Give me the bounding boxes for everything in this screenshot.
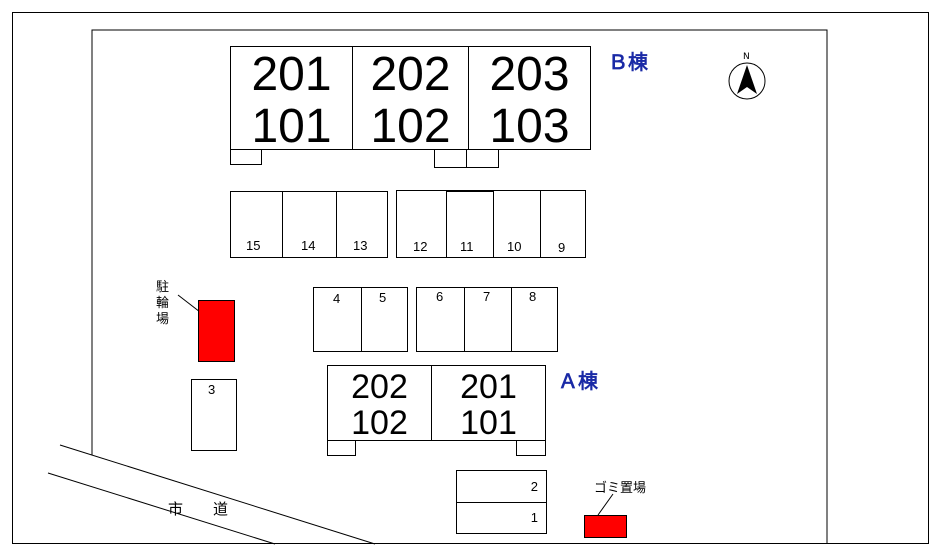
unit-lower-number: 101 — [251, 100, 332, 153]
building-b-step-1 — [230, 149, 262, 165]
parking-number: 1 — [530, 510, 538, 525]
building-b-unit-1: 201 101 — [230, 46, 353, 153]
garbage-area — [584, 515, 627, 538]
parking-number: 8 — [529, 289, 537, 304]
bicycle-char-3: 場 — [156, 312, 170, 327]
bicycle-char-1: 駐 — [156, 280, 170, 295]
parking-number: 9 — [558, 240, 566, 255]
parking-spot-10: 10 — [493, 190, 541, 258]
building-a-step-2 — [516, 440, 546, 456]
compass-icon — [728, 62, 766, 100]
unit-lower-number: 102 — [370, 100, 451, 153]
parking-spot-5: 5 — [361, 287, 408, 352]
building-a: 202 102 201 101 — [327, 365, 546, 441]
unit-upper-number: 201 — [460, 368, 517, 406]
parking-number: 15 — [246, 238, 261, 253]
building-b-step-2 — [434, 149, 467, 168]
building-b-unit-3: 203 103 — [468, 46, 591, 153]
parking-spot-12: 12 — [396, 190, 447, 258]
building-a-step-1 — [327, 440, 356, 456]
parking-number: 13 — [353, 238, 368, 253]
parking-spot-13: 13 — [336, 191, 388, 258]
road-label-char-1: 市 — [168, 500, 184, 518]
parking-spot-14: 14 — [282, 191, 337, 258]
parking-number: 2 — [530, 479, 538, 494]
bicycle-parking-label: 駐 輪 場 — [156, 280, 172, 328]
parking-number: 11 — [460, 239, 474, 254]
parking-spot-6: 6 — [416, 287, 465, 352]
garbage-label: ゴミ置場 — [594, 481, 647, 496]
building-b: 201 101 202 102 203 103 — [230, 46, 591, 153]
parking-spot-4: 4 — [313, 287, 362, 352]
bicycle-parking-area — [198, 300, 235, 362]
parking-number: 7 — [483, 289, 491, 304]
parking-spot-11: 11 — [446, 190, 494, 258]
parking-number: 10 — [507, 239, 522, 254]
bicycle-leader — [177, 294, 201, 313]
parking-number: 6 — [436, 289, 444, 304]
site-boundary — [91, 29, 828, 544]
parking-number: 12 — [413, 239, 428, 254]
bicycle-char-2: 輪 — [156, 296, 170, 311]
parking-row2-left: 4 5 — [313, 287, 408, 352]
parking-spot-2: 2 — [456, 470, 547, 503]
parking-number: 14 — [301, 238, 316, 253]
parking-spot-1: 1 — [456, 502, 547, 534]
building-a-label: Ａ棟 — [558, 369, 598, 393]
parking-spot-9: 9 — [540, 190, 586, 258]
parking-spot-8: 8 — [511, 287, 558, 352]
parking-row1-left: 15 14 13 — [230, 191, 388, 258]
unit-lower-number: 101 — [460, 404, 517, 442]
parking-spot-15: 15 — [230, 191, 283, 258]
north-arrow: N — [728, 52, 768, 100]
parking-spot-3: 3 — [191, 379, 237, 451]
parking-spot-7: 7 — [464, 287, 512, 352]
parking-row1-right: 12 11 10 9 — [396, 190, 586, 258]
road-label-char-2: 道 — [213, 500, 229, 518]
parking-number: 3 — [208, 382, 216, 397]
unit-lower-number: 102 — [351, 404, 408, 442]
map-frame — [12, 12, 929, 544]
road-edge-bottom — [47, 472, 276, 545]
parking-number: 4 — [333, 291, 341, 306]
garbage-leader — [597, 493, 614, 516]
unit-upper-number: 203 — [489, 48, 570, 101]
parking-row2-right: 6 7 8 — [416, 287, 558, 352]
unit-lower-number: 103 — [489, 100, 570, 153]
building-b-label: Ｂ棟 — [608, 50, 648, 74]
north-label: N — [743, 52, 750, 62]
building-b-step-3 — [466, 149, 499, 168]
parking-number: 5 — [379, 290, 387, 305]
unit-upper-number: 202 — [351, 368, 408, 406]
building-a-unit-2: 201 101 — [431, 365, 546, 441]
building-b-unit-2: 202 102 — [352, 46, 469, 153]
road-edge-top — [59, 444, 376, 545]
unit-upper-number: 202 — [370, 48, 451, 101]
building-a-unit-1: 202 102 — [327, 365, 432, 441]
unit-upper-number: 201 — [251, 48, 332, 101]
